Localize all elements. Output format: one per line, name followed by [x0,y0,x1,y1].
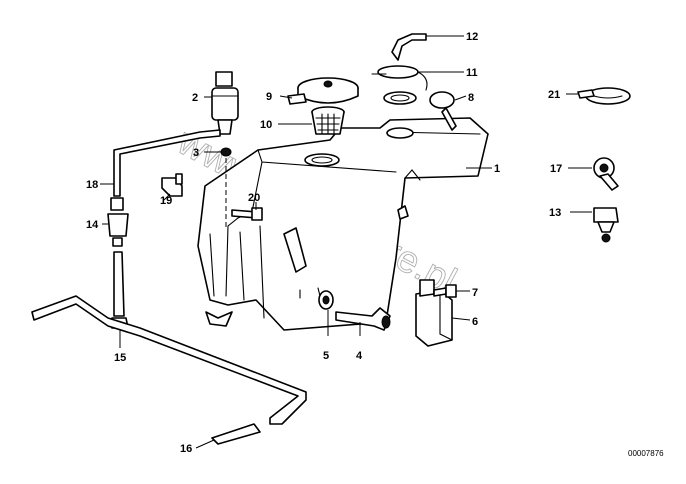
leader-lines [100,35,592,449]
callout-13: 13 [549,207,561,219]
bracket-19 [161,173,183,197]
callout-3: 3 [193,147,199,159]
callout-12: 12 [466,31,478,43]
grommet-5 [318,290,334,310]
callout-4: 4 [356,350,363,362]
callout-8: 8 [468,92,474,104]
hose-assembly [31,129,307,445]
callout-14: 14 [86,219,99,231]
valve-13 [593,207,619,243]
callout-18: 18 [86,179,98,191]
callout-2: 2 [192,92,198,104]
washer-pump [211,71,239,135]
pump-outlet-4 [335,307,391,331]
filler-cap [287,77,359,105]
callout-15: 15 [114,352,126,364]
diagram-code: 00007876 [628,449,664,458]
washer-tank [197,117,489,331]
small-cap [429,91,457,131]
callout-21: 21 [548,89,560,101]
callout-17: 17 [550,163,562,175]
bolt-20 [231,207,263,221]
callout-19: 19 [160,195,172,207]
part-21 [577,87,631,105]
callout-11: 11 [466,67,478,79]
callout-10: 10 [260,119,272,131]
clip-17 [593,157,619,191]
level-sensor [371,33,428,105]
callout-6: 6 [472,316,478,328]
callout-16: 16 [180,443,192,455]
filter-strainer [311,106,345,135]
callout-20: 20 [248,192,260,204]
bolt-7 [433,284,457,298]
callout-1: 1 [494,163,500,175]
callout-9: 9 [266,91,272,103]
callout-labels: 1 2 3 4 5 6 7 8 9 10 11 12 13 14 15 16 1… [86,31,562,455]
callout-7: 7 [472,287,478,299]
callout-5: 5 [323,350,329,362]
tank-filler-neck [304,127,414,167]
